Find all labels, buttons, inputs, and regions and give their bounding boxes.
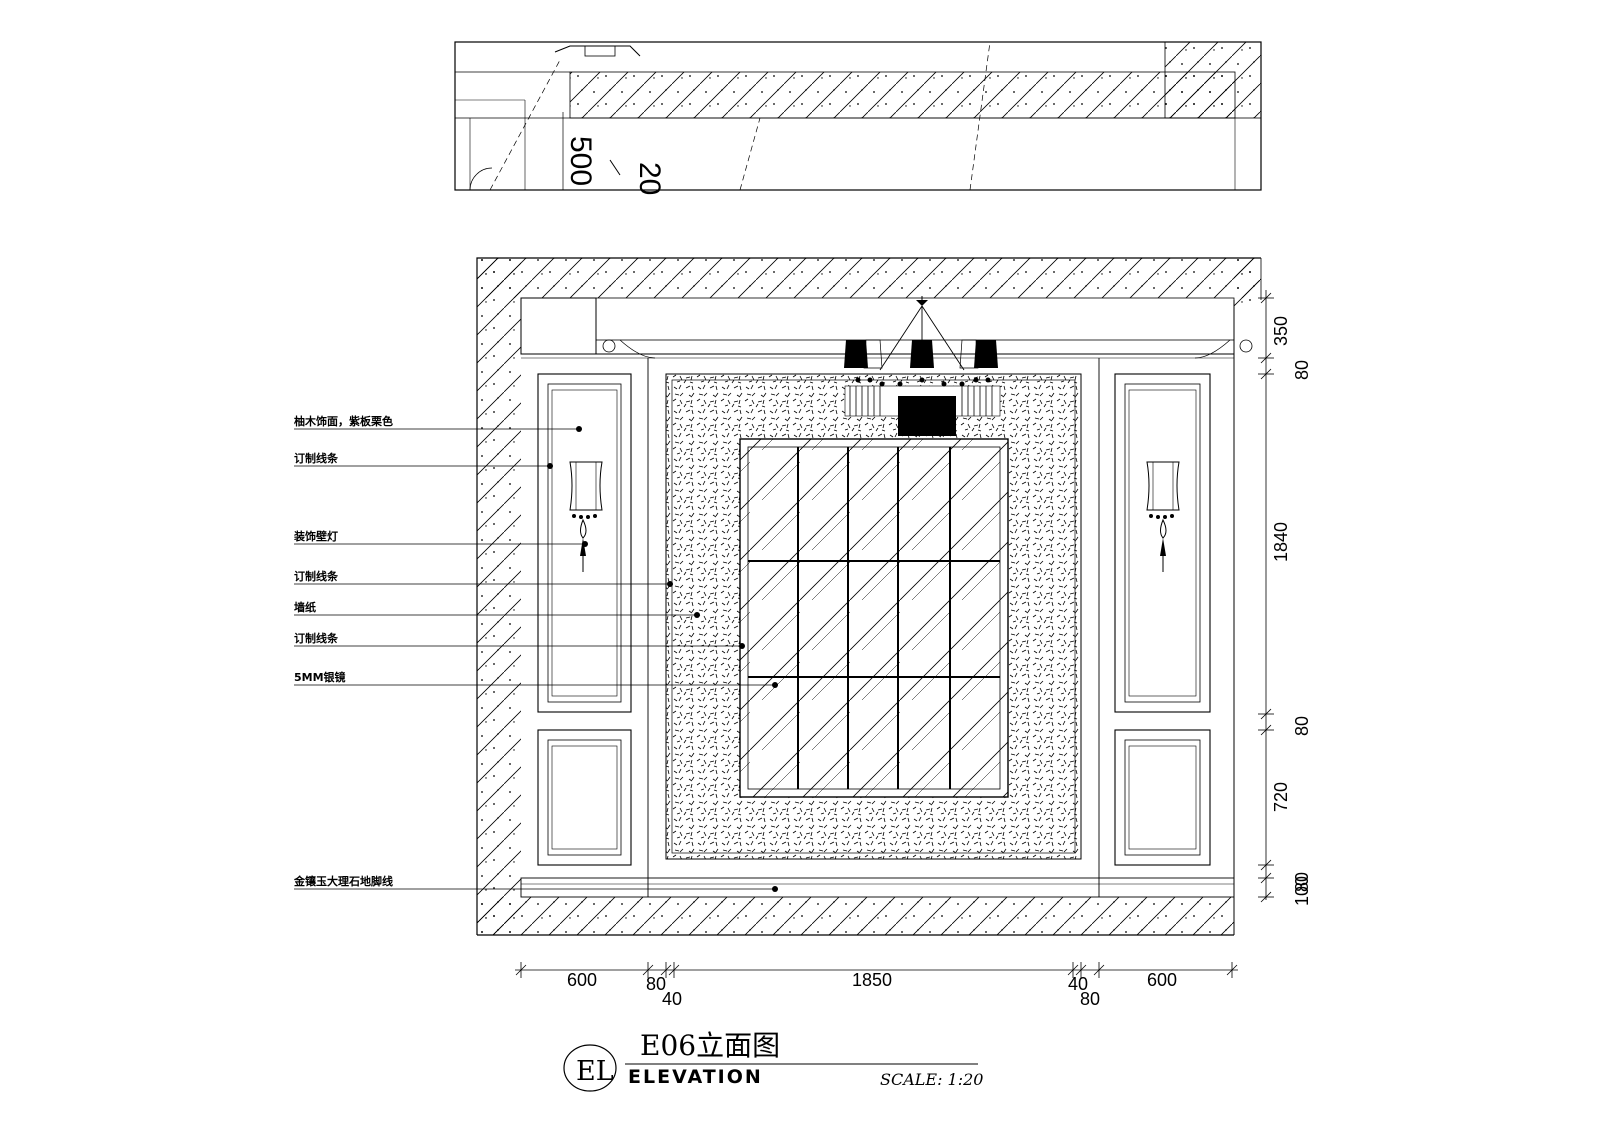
wall-sconce-right-icon xyxy=(1146,461,1180,572)
hdim-40-right: 40 xyxy=(1068,974,1088,994)
callouts xyxy=(294,428,775,890)
hdim-1850: 1850 xyxy=(852,970,892,990)
plan-dim-20: 20 xyxy=(633,162,666,195)
vdim-80-low: 80 xyxy=(1292,872,1312,892)
callout-custom-molding-2: 订制线条 xyxy=(294,569,339,583)
drawing-subtitle: ELEVATION xyxy=(628,1066,763,1088)
elevation-view xyxy=(476,257,1262,936)
hdim-600-left: 600 xyxy=(567,970,597,990)
callout-custom-molding-3: 订制线条 xyxy=(294,631,339,645)
elevation-tag-circle xyxy=(563,1044,617,1092)
horizontal-dimension-line xyxy=(515,962,1238,978)
vertical-dimension-line xyxy=(1258,290,1274,903)
hdim-80-right: 80 xyxy=(1080,989,1100,1009)
hdim-600-right: 600 xyxy=(1147,970,1177,990)
vdim-1840: 1840 xyxy=(1271,522,1291,562)
callout-dots xyxy=(547,426,778,892)
callout-teak-veneer: 柚木饰面，紫板栗色 xyxy=(294,414,393,428)
vdim-720: 720 xyxy=(1271,782,1291,812)
plan-view: 500 20 xyxy=(454,41,1262,195)
callout-wall-sconce: 装饰壁灯 xyxy=(293,529,338,543)
vdim-80-top: 80 xyxy=(1292,360,1312,380)
callout-wallpaper: 墙纸 xyxy=(294,600,316,614)
chandelier-icon xyxy=(844,296,1001,436)
callout-custom-molding-1: 订制线条 xyxy=(294,451,339,465)
drawing-title: E06立面图 xyxy=(640,1029,780,1062)
vdim-100: 100 xyxy=(1292,876,1312,906)
drawing-scale: SCALE: 1:20 xyxy=(880,1070,983,1089)
callout-marble-skirting: 金镶玉大理石地脚线 xyxy=(293,874,393,888)
hdim-40-left: 40 xyxy=(662,989,682,1009)
title-block: EL E06立面图 ELEVATION SCALE: 1:20 xyxy=(563,1029,983,1092)
hdim-80-left: 80 xyxy=(646,974,666,994)
vdim-80-mid: 80 xyxy=(1292,716,1312,736)
plan-dim-500: 500 xyxy=(564,136,597,186)
elevation-tag: EL xyxy=(576,1056,614,1087)
wall-sconce-left-icon xyxy=(569,461,603,572)
callout-silver-mirror: 5MM银镜 xyxy=(294,670,346,684)
vdim-350: 350 xyxy=(1271,316,1291,346)
